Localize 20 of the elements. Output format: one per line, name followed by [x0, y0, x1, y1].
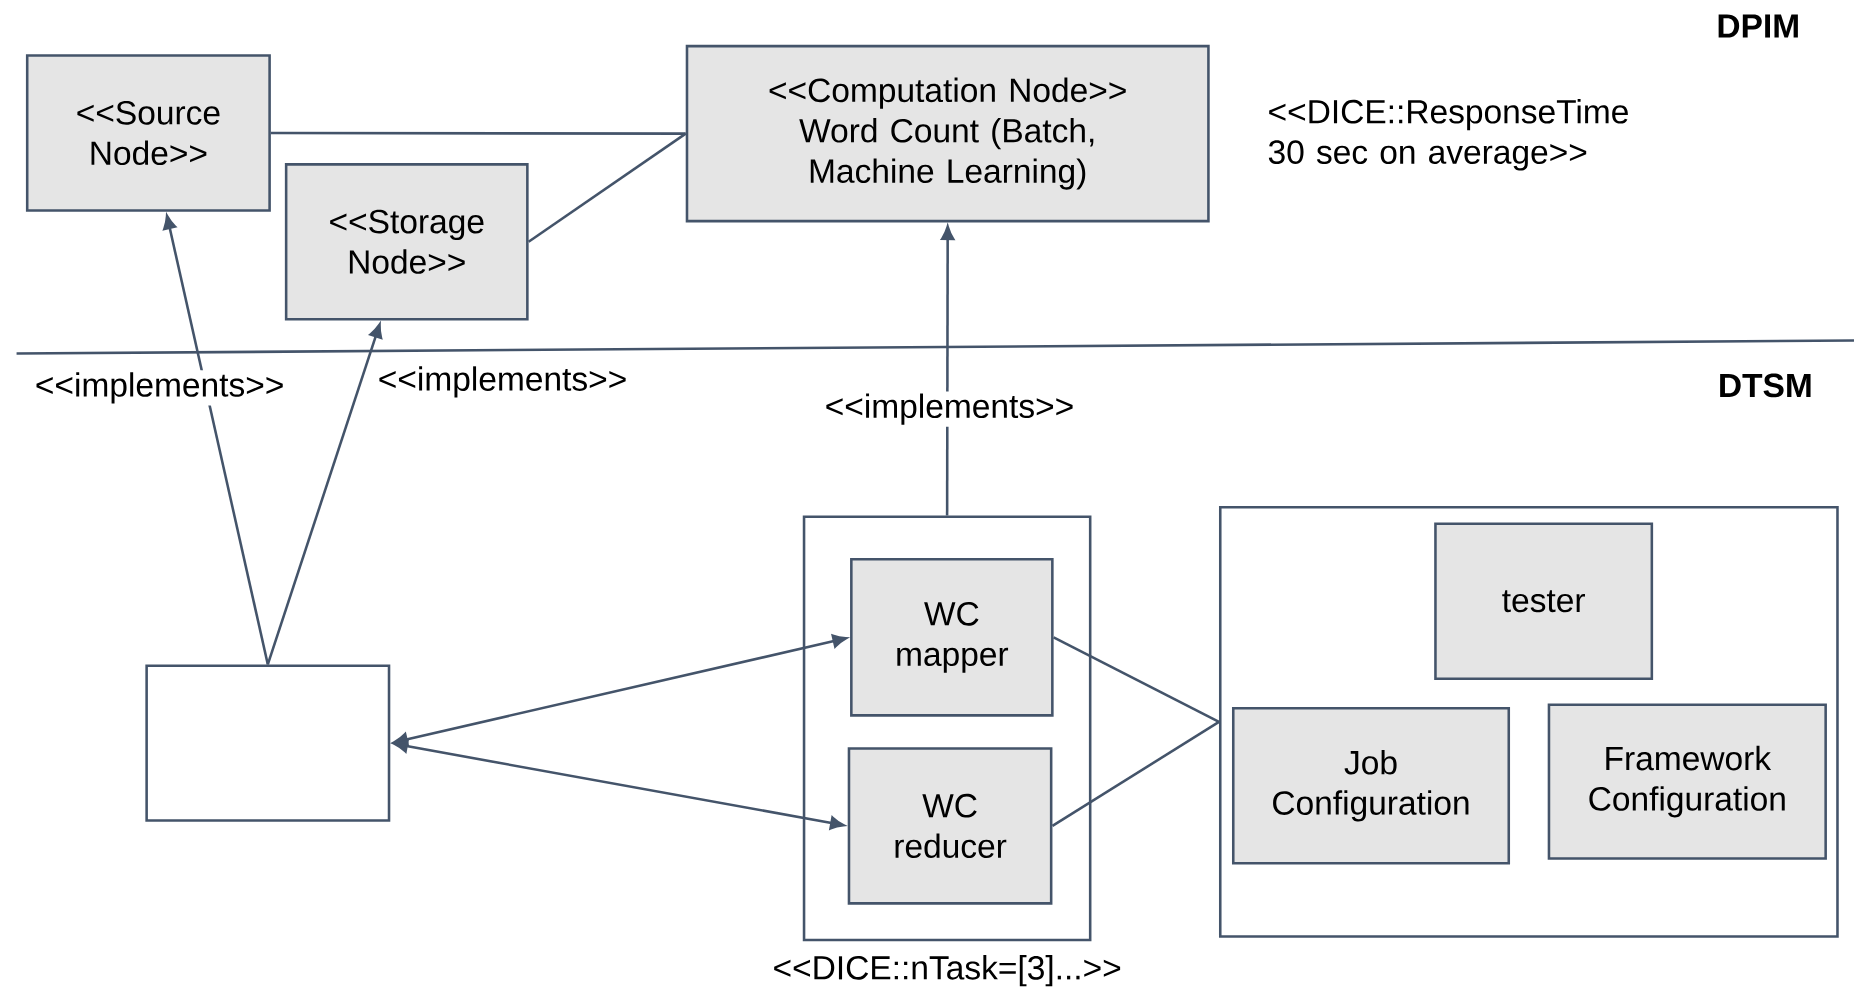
edge-label: <<implements>>: [375, 364, 630, 400]
process-box: Framework Configuration: [1547, 703, 1827, 860]
process-box: <<Storage Node>>: [284, 163, 529, 321]
arrow: [266, 323, 383, 665]
section-heading: DPIM: [1718, 14, 1798, 38]
process-box: tester: [1434, 522, 1654, 680]
container-box: [145, 664, 391, 822]
arrow: [940, 225, 955, 516]
process-box: WC reducer: [847, 747, 1053, 905]
arrow: [163, 214, 270, 665]
process-box: <<Source Node>>: [25, 54, 271, 212]
process-box: WC mapper: [850, 557, 1054, 717]
section-heading: DTSM: [1720, 373, 1811, 398]
edge-label: <<implements>>: [32, 370, 287, 406]
process-box: <<Computation Node>> Word Count (Batch, Machine Learning): [685, 44, 1210, 223]
edge-label: <<implements>>: [822, 391, 1077, 427]
note-text: <<DICE::ResponseTime 30 sec on average>>: [1268, 98, 1628, 171]
process-box: Job Configuration: [1232, 706, 1511, 865]
arrow: [393, 739, 845, 830]
node-caption: <<DICE::nTask=[3]...>>: [774, 955, 1121, 987]
